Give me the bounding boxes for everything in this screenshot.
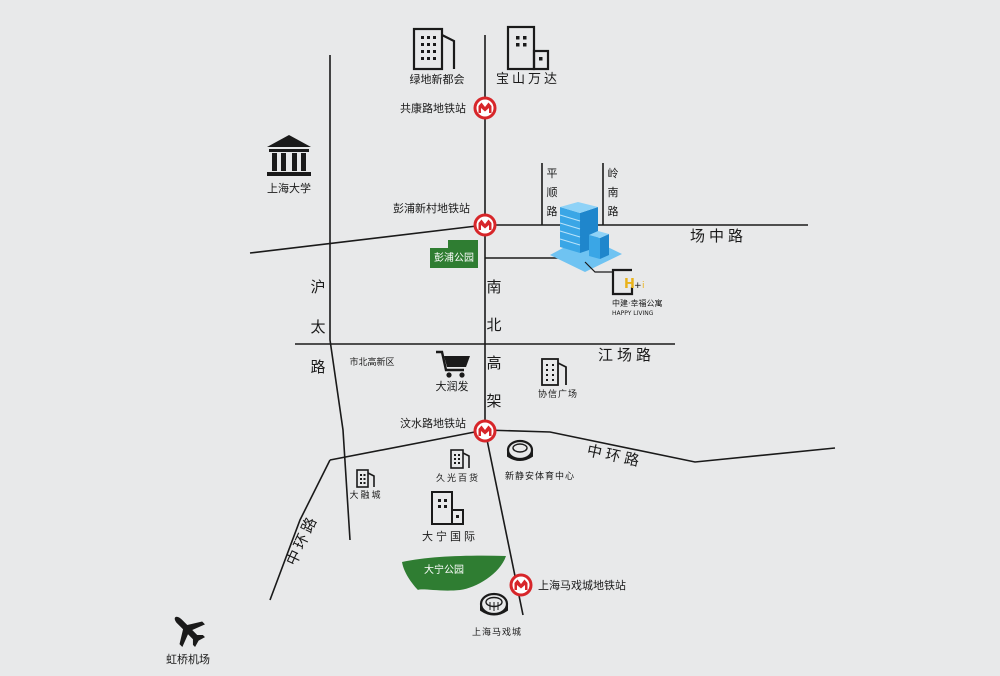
- hongqiao-airport-label: 虹桥机场: [166, 652, 210, 666]
- metro-icon: [473, 419, 497, 443]
- pengpu-park-shape: [430, 240, 478, 268]
- darong-label: 大融城: [349, 489, 382, 501]
- jingan-sports-label: 新静安体育中心: [505, 470, 575, 482]
- project-sub-label: HAPPY LIVING: [612, 310, 654, 317]
- shopping-cart-icon: [436, 350, 470, 378]
- shanghai-university-label: 上海大学: [267, 181, 311, 195]
- huta-road-char-3: 路: [310, 358, 325, 376]
- project-name-label: 中建·幸福公寓: [612, 298, 663, 308]
- svg-text:H: H: [624, 277, 635, 292]
- pingshun-char-1: 平: [547, 167, 558, 180]
- metro-icon: [473, 213, 497, 237]
- project-logo-icon: H + i: [611, 268, 645, 296]
- metro-icon: [509, 573, 533, 597]
- gongkang-station-label: 共康路地铁站: [400, 101, 466, 115]
- huta-road-line: [329, 55, 351, 541]
- lingnan-char-3: 路: [608, 205, 619, 218]
- office-tower-icon: [356, 469, 375, 488]
- shibei-label: 市北高新区: [349, 356, 394, 368]
- office-block-icon: [431, 491, 464, 525]
- circus-city-label: 上海马戏城: [472, 626, 522, 638]
- middle-ring-west-line: [269, 459, 331, 601]
- middle-ring-east-line: [329, 429, 836, 463]
- lingnan-char-2: 南: [608, 186, 619, 199]
- daning-intl-label: 大宁国际: [422, 529, 478, 543]
- lvdi-label: 绿地新都会: [410, 72, 465, 86]
- changzhong-road-label: 场中路: [690, 227, 747, 245]
- svg-text:+: +: [634, 281, 642, 291]
- huta-road-char-1: 沪: [310, 278, 325, 296]
- isometric-building-icon: [550, 202, 622, 272]
- metro-icon: [473, 96, 497, 120]
- nanbei-char-4: 架: [486, 392, 501, 410]
- middle-ring-west-label: 中环路: [282, 512, 321, 569]
- baoshan-wanda-label: 宝山万达: [496, 72, 560, 87]
- roads: [249, 35, 836, 616]
- office-tower-icon: [541, 358, 567, 386]
- circus-station-label: 上海马戏城地铁站: [538, 578, 626, 592]
- daning-park-shape: [402, 555, 506, 591]
- stadium-icon: [506, 439, 534, 461]
- nanbei-char-3: 高: [486, 354, 501, 372]
- office-tower-icon: [412, 27, 456, 71]
- lingnan-char-1: 岭: [608, 166, 619, 180]
- airplane-icon: [174, 616, 205, 647]
- xiexin-label: 协信广场: [538, 388, 578, 400]
- project-pointer-line: [584, 261, 612, 273]
- pingshun-char-3: 路: [547, 205, 558, 218]
- pengpu-park-label: 彭浦公园: [434, 251, 474, 264]
- huta-road-char-2: 太: [310, 318, 325, 336]
- jiuguang-label: 久光百货: [436, 472, 480, 484]
- office-tower-icon: [450, 449, 470, 469]
- nanbei-char-2: 北: [486, 316, 501, 334]
- office-block-icon: [506, 25, 550, 71]
- pengpu-road-line: [249, 224, 486, 254]
- daning-park-label: 大宁公园: [424, 563, 464, 576]
- darunfa-label: 大润发: [436, 379, 469, 393]
- pingshun-char-2: 顺: [547, 186, 558, 199]
- nanbei-char-1: 南: [486, 278, 501, 296]
- jiangchang-road-label: 江场路: [598, 346, 655, 364]
- university-icon: [267, 135, 311, 176]
- pengpu-station-label: 彭浦新村地铁站: [393, 201, 470, 215]
- svg-text:i: i: [642, 281, 645, 291]
- stadium-icon: [479, 592, 509, 616]
- wenshui-station-label: 汶水路地铁站: [400, 416, 466, 430]
